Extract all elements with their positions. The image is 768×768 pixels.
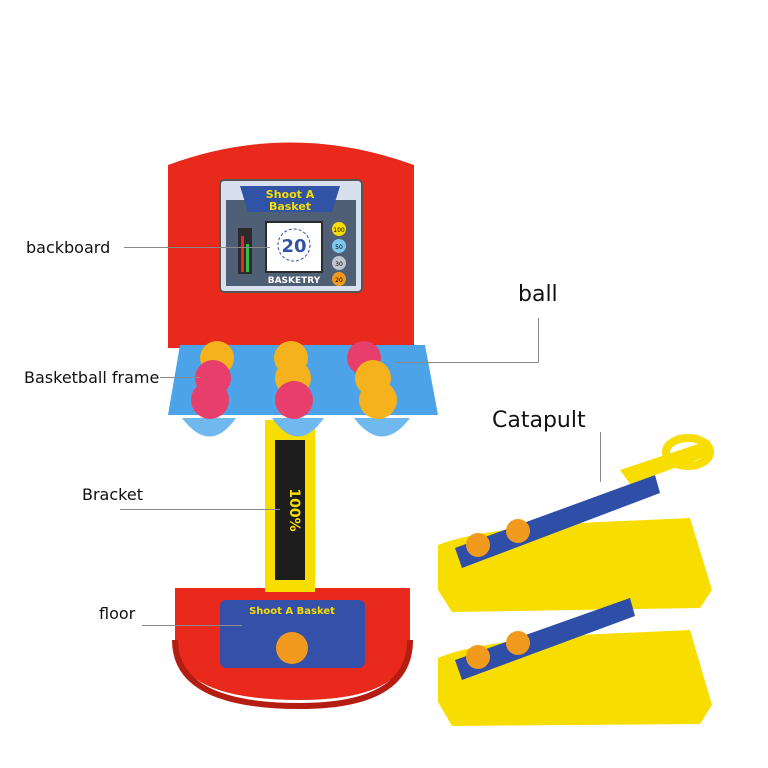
bracket-pole: 100% [265, 420, 315, 592]
svg-text:100: 100 [333, 227, 345, 234]
floor-base: Shoot A Basket [172, 588, 413, 710]
brand-label: BASKETRY [268, 276, 321, 286]
backboard-callout-line [124, 247, 270, 248]
ball-callout-line-h [395, 362, 539, 363]
backboard: Shoot A Basket 20 BASKETRY 100 50 30 20 [168, 142, 414, 348]
balls [191, 341, 397, 419]
score-badges: 100 50 30 20 [332, 222, 346, 286]
backboard-label: backboard [26, 238, 111, 257]
svg-text:30: 30 [335, 261, 343, 268]
catapult-callout-line [600, 432, 601, 482]
bracket-label: Bracket [82, 485, 143, 504]
basketball-frame [168, 341, 438, 437]
floor-label: floor [99, 604, 136, 623]
catapult-label: Catapult [492, 408, 586, 433]
backboard-title-1: Shoot A [266, 188, 315, 201]
pole-text: 100% [286, 488, 302, 531]
svg-text:50: 50 [335, 244, 343, 251]
catapult-upper [438, 434, 714, 612]
court-text: Shoot A Basket [249, 606, 335, 617]
court-ball-icon [276, 632, 308, 664]
frame-label: Basketball frame [24, 368, 160, 387]
bracket-callout-line [120, 509, 280, 510]
backboard-title-2: Basket [269, 200, 311, 213]
ball-label: ball [518, 282, 558, 307]
ball-callout-line-v [538, 318, 539, 363]
score-display: 20 [281, 236, 306, 257]
frame-callout-line [160, 377, 200, 378]
svg-text:20: 20 [335, 277, 343, 284]
floor-callout-line [142, 625, 242, 626]
catapult-lower [438, 557, 712, 726]
